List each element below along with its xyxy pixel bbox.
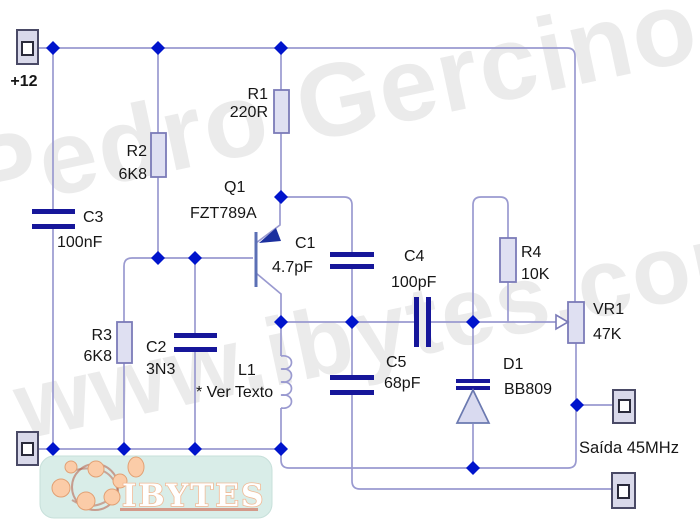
junction-dot bbox=[274, 442, 288, 456]
capacitor-c1-plate bbox=[330, 264, 374, 269]
resistor-r4-body bbox=[499, 237, 517, 283]
label-r4-value: 10K bbox=[521, 266, 550, 284]
capacitor-c4-plate bbox=[426, 297, 431, 347]
resistor-r1-body bbox=[273, 89, 290, 134]
wire-ground-jog bbox=[280, 343, 577, 469]
junction-dot bbox=[274, 41, 288, 55]
terminals bbox=[16, 29, 636, 509]
label-q1-ref: Q1 bbox=[224, 179, 246, 196]
label-c4-value: 100pF bbox=[391, 274, 437, 291]
label-c3-value: 100nF bbox=[57, 234, 103, 251]
capacitor-c2-plate bbox=[174, 347, 217, 352]
wire-collector bbox=[255, 272, 282, 322]
potentiometer-wiper-arrow-icon bbox=[555, 313, 570, 331]
capacitor-c3-plate bbox=[32, 224, 75, 229]
label-r3-value: 6K8 bbox=[83, 347, 112, 365]
capacitor-c5-plate bbox=[330, 390, 374, 395]
junction-dot bbox=[46, 41, 60, 55]
wire-top-rail bbox=[37, 47, 576, 302]
label-d1-ref: D1 bbox=[503, 356, 524, 373]
resistor-r2-body bbox=[150, 132, 167, 178]
junction-dot bbox=[274, 315, 288, 329]
capacitor-plates bbox=[32, 209, 490, 395]
junction-dot bbox=[188, 251, 202, 265]
label-c2-ref: C2 bbox=[146, 339, 167, 356]
label-r3-ref: R3 bbox=[91, 327, 112, 344]
wire-c1-branch bbox=[281, 196, 353, 322]
label-vr1-ref: VR1 bbox=[593, 301, 625, 318]
label-r2-ref: R2 bbox=[126, 143, 147, 160]
label-q1-value: FZT789A bbox=[190, 205, 257, 222]
capacitor-c3-plate bbox=[32, 209, 75, 214]
junction-dot bbox=[345, 315, 359, 329]
capacitor-c4-plate bbox=[414, 297, 419, 347]
wire-base-r3 bbox=[123, 257, 253, 449]
junction-dot bbox=[274, 190, 288, 204]
wire-r4-branch bbox=[472, 196, 509, 322]
logo-underline bbox=[120, 508, 258, 511]
junction-dot bbox=[466, 461, 480, 475]
transistor-q1-symbol bbox=[254, 228, 281, 287]
label-r4-ref: R4 bbox=[521, 244, 542, 261]
wire-c5-output2 bbox=[351, 322, 612, 490]
label-l1-value: * Ver Texto bbox=[196, 384, 274, 401]
resistor-r3-body bbox=[116, 321, 133, 364]
label-c3-ref: C3 bbox=[83, 209, 104, 226]
terminal-ground bbox=[16, 431, 39, 466]
junction-dot bbox=[151, 251, 165, 265]
label-c4-ref: C4 bbox=[404, 248, 425, 265]
inductor-l1-coil bbox=[280, 355, 293, 409]
transistor-pnp-arrow-icon bbox=[259, 228, 281, 243]
potentiometer-vr1-body bbox=[567, 301, 585, 344]
logo-molecule-icon bbox=[51, 456, 145, 511]
label-r1-ref: R1 bbox=[247, 86, 268, 103]
junction-dot bbox=[151, 41, 165, 55]
label-d1-value: BB809 bbox=[504, 381, 553, 398]
label-r1-value: 220R bbox=[229, 104, 268, 122]
label-power-rail: +12 bbox=[10, 73, 38, 90]
capacitor-c2-plate bbox=[174, 333, 217, 338]
junction-dots bbox=[46, 41, 584, 475]
terminal-output-bottom bbox=[611, 472, 636, 509]
junction-dot bbox=[466, 315, 480, 329]
label-c5-ref: C5 bbox=[386, 354, 407, 371]
label-c5-value: 68pF bbox=[384, 375, 421, 392]
junction-dot bbox=[46, 442, 60, 456]
label-l1-ref: L1 bbox=[238, 362, 256, 379]
wire-emitter bbox=[255, 197, 281, 244]
varicap-d1-triangle bbox=[455, 388, 491, 424]
capacitor-c5-plate bbox=[330, 375, 374, 380]
junction-dot bbox=[188, 442, 202, 456]
label-c1-value: 4.7pF bbox=[272, 259, 313, 276]
label-vr1-value: 47K bbox=[593, 325, 622, 343]
junction-dot bbox=[117, 442, 131, 456]
label-r2-value: 6K8 bbox=[118, 166, 147, 184]
varicap-d1-bar bbox=[456, 379, 490, 383]
junction-dot bbox=[570, 398, 584, 412]
ibytes-logo: IBYTES bbox=[39, 455, 273, 519]
label-output: Saída 45MHz bbox=[579, 439, 679, 457]
terminal-power-12v bbox=[16, 29, 39, 65]
terminal-output-top bbox=[612, 389, 636, 424]
label-c1-ref: C1 bbox=[295, 235, 316, 252]
label-c2-value: 3N3 bbox=[146, 361, 176, 379]
capacitor-c1-plate bbox=[330, 252, 374, 257]
varicap-d1-bar bbox=[456, 386, 490, 390]
